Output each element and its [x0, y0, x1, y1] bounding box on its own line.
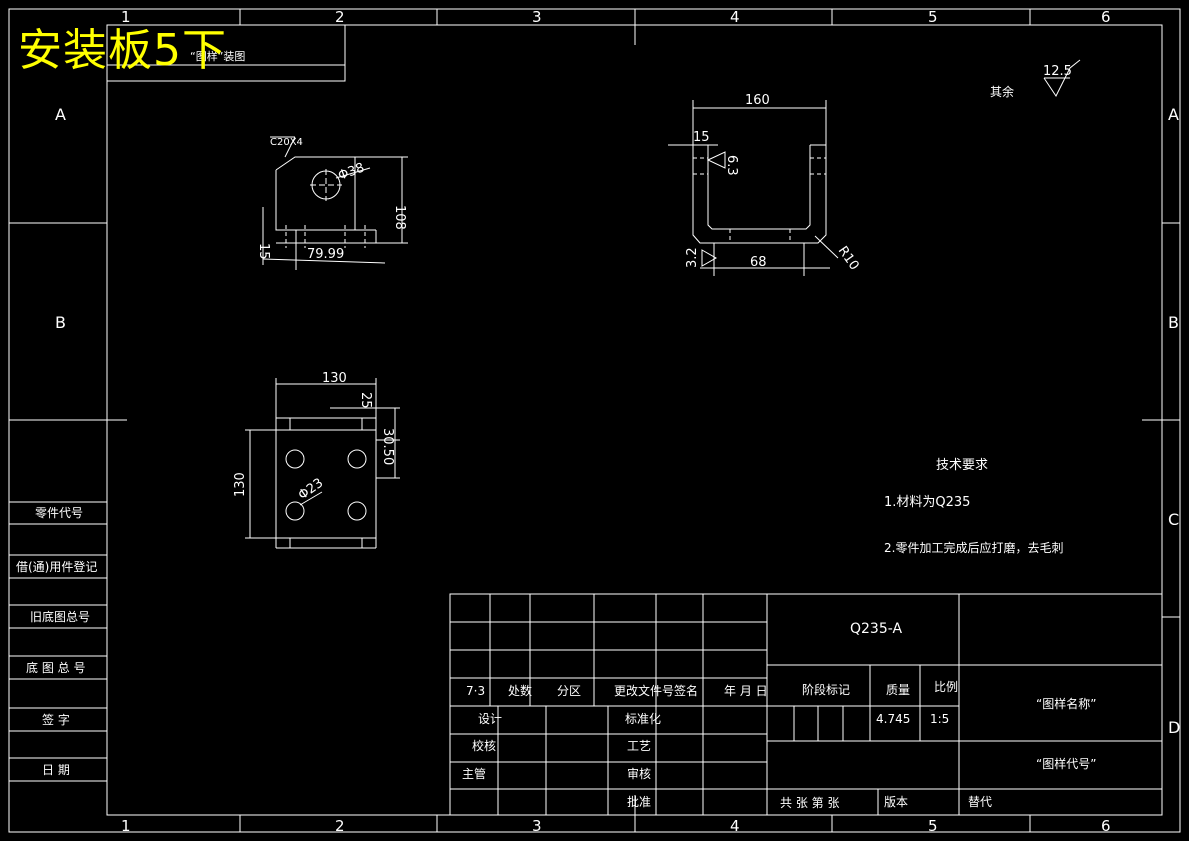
width-dim: 79.99 — [307, 247, 344, 262]
base-no-label: 底 图 总 号 — [26, 660, 85, 675]
height-dim: 108 — [392, 205, 407, 230]
plan-spacing-dim: 30.50 — [380, 428, 395, 465]
row-letter: C — [1168, 510, 1179, 529]
column-numbers: 1 2 3 4 5 6 1 2 3 4 5 6 — [121, 8, 1111, 835]
plan-height-dim: 130 — [233, 472, 248, 497]
rev-header: 年 月 日 — [724, 684, 768, 698]
mass-value: 4.745 — [876, 712, 910, 726]
hole-dia-dim: Φ38 — [336, 161, 366, 184]
plan-width-dim: 130 — [322, 371, 347, 386]
side-view — [668, 100, 839, 276]
col-number: 3 — [532, 8, 542, 26]
scale-label: 比例 — [934, 680, 958, 694]
surface-finish-label: 其余 — [990, 84, 1014, 99]
col-number: 2 — [335, 8, 345, 26]
version-label: 版本 — [884, 795, 908, 809]
col-number: 2 — [335, 817, 345, 835]
old-base-no-label: 旧底图总号 — [30, 609, 90, 624]
sheets-label: 共 张 第 张 — [780, 796, 839, 810]
rev-header: 处数 — [508, 683, 532, 698]
outer-border — [8, 8, 1181, 833]
side-inner-dim: 68 — [750, 255, 767, 270]
date-label: 日 期 — [42, 763, 70, 777]
plan-offset-dim: 25 — [358, 392, 373, 409]
chamfer-note: C20X4 — [270, 137, 303, 148]
col-number: 4 — [730, 8, 740, 26]
drawing-name: “图样名称” — [1036, 696, 1096, 711]
title-block — [449, 593, 1163, 816]
borrow-reg-label: 借(通)用件登记 — [16, 559, 97, 574]
col-number: 1 — [121, 8, 131, 26]
mass-label: 质量 — [886, 683, 910, 697]
replace-label: 替代 — [968, 795, 992, 809]
title-overlay: 安装板5下 — [18, 25, 227, 76]
checker-label: 校核 — [472, 738, 496, 753]
tech-req-item1: 1.材料为Q235 — [884, 495, 970, 510]
tech-req-item2: 2.零件加工完成后应打磨，去毛刺 — [884, 540, 1063, 555]
col-number: 3 — [532, 817, 542, 835]
col-number: 6 — [1101, 817, 1111, 835]
col-number: 4 — [730, 817, 740, 835]
rev-header: 分区 — [557, 684, 581, 698]
col-number: 1 — [121, 817, 131, 835]
tech-req-heading: 技术要求 — [936, 458, 988, 473]
side-thickness-dim: 6.3 — [724, 155, 739, 176]
scale-value: 1:5 — [930, 712, 949, 726]
approve-label: 批准 — [627, 794, 651, 809]
row-letter: B — [55, 313, 66, 332]
rev-header: 7·3 — [466, 684, 485, 698]
bottom-dim: 15 — [256, 243, 271, 260]
row-letter: A — [55, 105, 66, 124]
side-radius-dim: R10 — [835, 244, 862, 274]
review-label: 审核 — [627, 766, 651, 781]
sign-label: 签 字 — [42, 712, 70, 727]
plan-hole-dim: Φ23 — [296, 476, 327, 504]
row-letter: A — [1168, 105, 1179, 124]
row-letter: D — [1168, 718, 1180, 737]
side-width-dim: 160 — [745, 93, 770, 108]
col-number: 6 — [1101, 8, 1111, 26]
material-text: Q235-A — [850, 621, 902, 637]
tech-requirements: 技术要求 1.材料为Q235 2.零件加工完成后应打磨，去毛刺 — [884, 458, 1063, 555]
chief-label: 主管 — [462, 766, 486, 781]
row-letter: B — [1168, 313, 1179, 332]
drawing-code: “图样代号” — [1036, 756, 1096, 771]
left-margin-block: 零件代号 借(通)用件登记 旧底图总号 底 图 总 号 签 字 日 期 — [16, 506, 97, 777]
rev-header: 更改文件号 — [614, 683, 674, 698]
row-letters: A B A B C D — [55, 105, 1180, 737]
front-view — [262, 136, 408, 270]
side-depth-dim: 3.2 — [685, 247, 700, 268]
rev-header: 签名 — [674, 683, 698, 698]
part-code-label: 零件代号 — [35, 506, 83, 520]
col-number: 5 — [928, 8, 938, 26]
stage-label: 阶段标记 — [802, 682, 850, 697]
col-number: 5 — [928, 817, 938, 835]
craft-label: 工艺 — [627, 739, 651, 753]
roughness-symbol — [1043, 59, 1081, 97]
surface-finish-value: 12.5 — [1043, 64, 1072, 79]
std-label: 标准化 — [625, 712, 661, 726]
top-box-text: “图样”装图 — [190, 49, 245, 63]
designer-label: 设计 — [478, 712, 502, 726]
side-flange-dim: 15 — [693, 130, 710, 145]
plan-view — [245, 378, 400, 549]
